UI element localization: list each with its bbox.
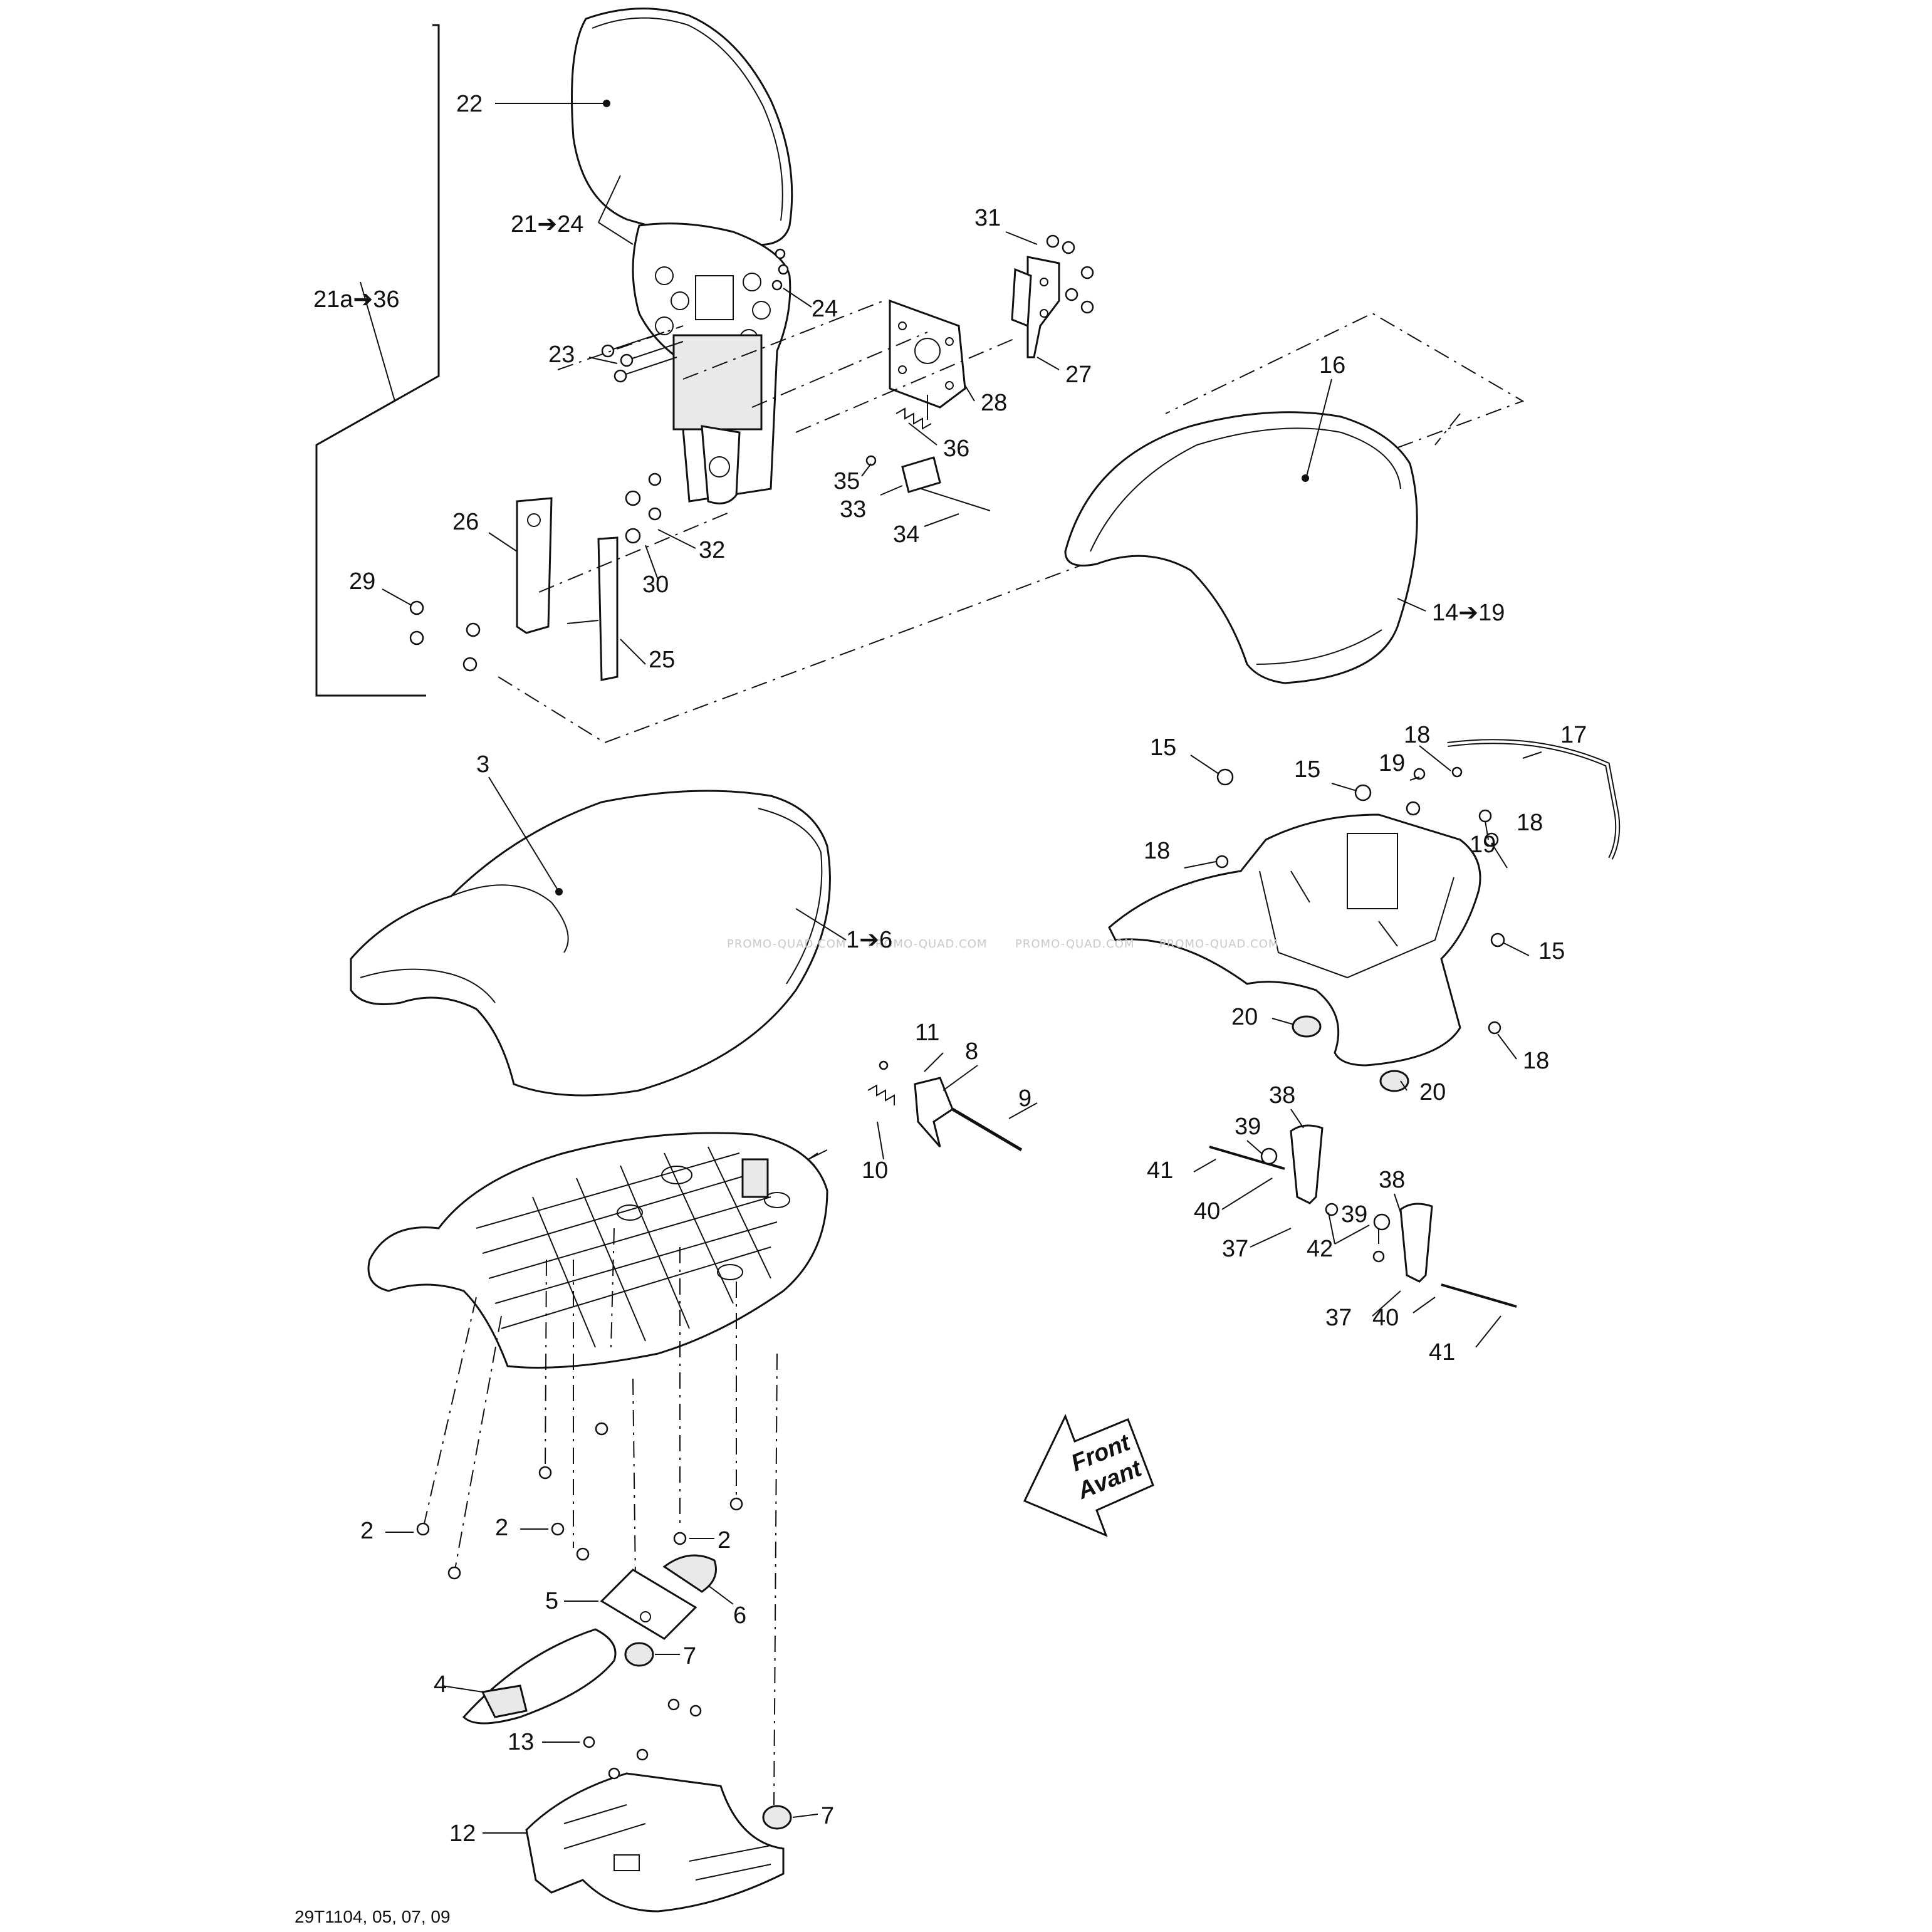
rack-legs <box>1209 1124 1517 1308</box>
callout-18-a: 18 <box>1404 722 1430 748</box>
svg-text:PROMO-QUAD.COM: PROMO-QUAD.COM <box>1159 937 1278 951</box>
callout-35: 35 <box>833 468 860 494</box>
callout-32: 32 <box>699 537 725 563</box>
callout-34: 34 <box>893 521 919 548</box>
callout-labels: 22 21➔24 21a➔36 23 24 31 27 28 36 35 33 … <box>313 91 1587 1847</box>
skid-bolts <box>583 1698 702 1780</box>
cover-plate <box>462 1628 617 1725</box>
callout-11: 11 <box>915 1020 939 1046</box>
callout-15-b: 15 <box>1294 756 1320 783</box>
callout-14-19: 14➔19 <box>1432 600 1505 626</box>
callout-33: 33 <box>840 496 866 523</box>
callout-42: 42 <box>1307 1236 1333 1262</box>
leader-lines <box>360 100 1542 1834</box>
seat-latch <box>808 1060 1023 1166</box>
watermark: PROMO-QUAD.COM PROMO-QUAD.COM PROMO-QUAD… <box>727 937 1278 951</box>
callout-5: 5 <box>545 1588 558 1614</box>
callout-7-a: 7 <box>683 1643 696 1669</box>
callout-26: 26 <box>452 509 479 535</box>
callout-2-c: 2 <box>718 1527 731 1553</box>
svg-text:PROMO-QUAD.COM: PROMO-QUAD.COM <box>1015 937 1134 951</box>
callout-18-d: 18 <box>1523 1048 1549 1074</box>
latch-spring <box>865 407 991 511</box>
rear-rack <box>1108 813 1481 1067</box>
drawing-code: 29T1104, 05, 07, 09 <box>295 1907 451 1926</box>
nut-set <box>771 234 1094 314</box>
callout-21a-36: 21a➔36 <box>313 286 400 313</box>
callout-4: 4 <box>434 1671 447 1698</box>
callout-39-a: 39 <box>1235 1114 1261 1140</box>
callout-10: 10 <box>862 1157 888 1184</box>
callout-36: 36 <box>943 436 969 462</box>
callout-15-c: 15 <box>1538 938 1565 964</box>
backrest-dash-frame <box>498 312 1525 744</box>
small-plates <box>600 1554 792 1830</box>
skid-plate <box>525 1772 785 1913</box>
callout-41-b: 41 <box>1429 1339 1455 1365</box>
callout-3: 3 <box>476 751 489 778</box>
callout-19-a: 19 <box>1379 750 1405 776</box>
passenger-seat <box>1064 411 1418 684</box>
support-tubes <box>516 497 619 681</box>
callout-38-a: 38 <box>1269 1082 1295 1109</box>
callout-31: 31 <box>974 205 1001 231</box>
callout-15-a: 15 <box>1150 734 1176 761</box>
drop-lines <box>422 1228 778 1805</box>
callout-40-b: 40 <box>1372 1305 1399 1331</box>
callout-38-b: 38 <box>1379 1167 1405 1193</box>
callout-20-a: 20 <box>1231 1004 1258 1030</box>
callout-29: 29 <box>349 568 375 595</box>
callout-37-a: 37 <box>1222 1236 1248 1262</box>
front-direction-arrow: Front Avant <box>1023 1414 1154 1537</box>
callout-12: 12 <box>449 1820 476 1847</box>
callout-18-c: 18 <box>1144 838 1170 864</box>
callout-28: 28 <box>981 390 1007 416</box>
bolt-set <box>409 332 684 672</box>
svg-text:PROMO-QUAD.COM: PROMO-QUAD.COM <box>727 937 846 951</box>
grab-rod <box>1447 739 1621 860</box>
callout-37-b: 37 <box>1325 1305 1352 1331</box>
seat-hardware <box>416 1422 743 1580</box>
callout-2-a: 2 <box>360 1518 373 1544</box>
callout-8: 8 <box>965 1038 978 1065</box>
rack-hardware <box>1215 766 1505 1092</box>
group-bracket <box>315 24 440 697</box>
latch-plate <box>889 299 966 409</box>
callout-27: 27 <box>1065 362 1092 388</box>
callout-6: 6 <box>733 1602 746 1629</box>
callout-9: 9 <box>1018 1085 1031 1112</box>
svg-text:PROMO-QUAD.COM: PROMO-QUAD.COM <box>868 937 987 951</box>
callout-21-24: 21➔24 <box>511 211 583 238</box>
callout-1-6: 1➔6 <box>846 927 892 953</box>
callout-16: 16 <box>1319 352 1345 379</box>
callout-19-b: 19 <box>1470 832 1496 858</box>
backrest-plate <box>632 222 791 504</box>
backrest-cushion <box>571 8 793 246</box>
callout-20-b: 20 <box>1419 1079 1446 1105</box>
callout-41-a: 41 <box>1147 1157 1173 1184</box>
callout-24: 24 <box>812 296 838 322</box>
callout-7-b: 7 <box>821 1803 834 1829</box>
callout-40-a: 40 <box>1194 1198 1220 1224</box>
callout-2-b: 2 <box>495 1515 508 1541</box>
callout-25: 25 <box>649 647 675 673</box>
main-seat <box>350 790 831 1097</box>
hinge-bracket <box>1011 256 1060 358</box>
seat-base <box>367 1132 828 1369</box>
callout-18-b: 18 <box>1517 810 1543 836</box>
callout-17: 17 <box>1560 722 1587 748</box>
callout-13: 13 <box>508 1729 534 1755</box>
callout-30: 30 <box>642 572 669 598</box>
callout-22: 22 <box>456 91 483 117</box>
callout-39-b: 39 <box>1341 1201 1367 1228</box>
callout-23: 23 <box>548 342 575 368</box>
